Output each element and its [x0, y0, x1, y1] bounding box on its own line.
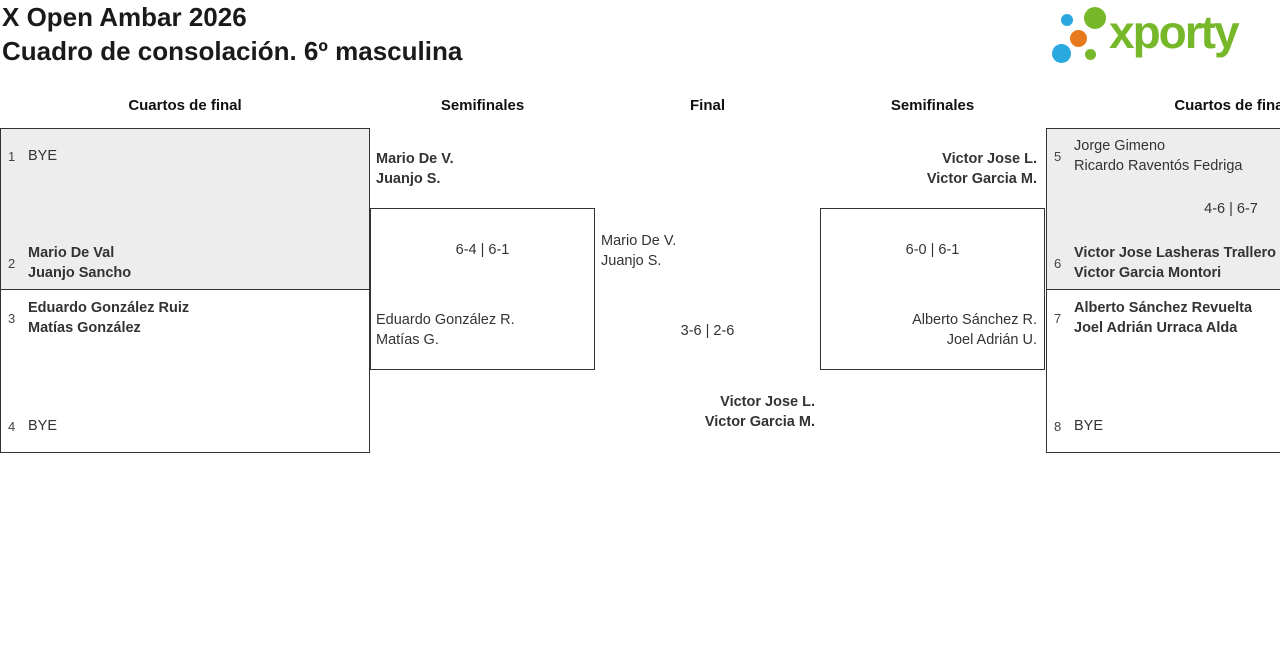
team-name-line: Juanjo S. [601, 252, 662, 269]
seed-number: 2 [8, 256, 16, 271]
seed-number: 3 [8, 311, 16, 326]
match-box-qf-left-2 [0, 289, 370, 453]
team-name-line: BYE [28, 418, 58, 434]
team-name-line: Victor Garcia M. [704, 413, 815, 430]
team-name-line: Victor Garcia Montori [1074, 264, 1222, 281]
participant-row: Victor Jose L. Victor Garcia M. [595, 393, 815, 432]
match-score: 4-6 | 6-7 [1204, 201, 1258, 217]
team-name-line: Eduardo González Ruiz [28, 300, 190, 316]
participant-row: Mario De V. Juanjo S. [376, 150, 454, 189]
participant-row: Eduardo González R. Matías G. [376, 311, 515, 350]
team-name-line: Matías González [28, 319, 141, 336]
participant-row: 3 Eduardo González Ruiz Matías González [8, 299, 189, 338]
logo-dot-icon [1084, 7, 1106, 29]
team-name-line: Jorge Gimeno [1074, 138, 1166, 154]
team-name-line: Mario De V. [376, 151, 454, 167]
seed-number: 7 [1054, 311, 1062, 326]
logo-dot-icon [1061, 14, 1073, 26]
seed-number: 5 [1054, 149, 1062, 164]
team-name-line: Alberto Sánchez R. [912, 312, 1037, 328]
participant-row: 4 BYE [8, 417, 57, 437]
team-name-line: Victor Garcia M. [926, 170, 1037, 187]
team-name-line: Victor Jose Lasheras Trallero [1074, 245, 1277, 261]
team-name-line: Eduardo González R. [376, 312, 515, 328]
participant-row: Victor Jose L. Victor Garcia M. [820, 150, 1037, 189]
draw-name: Cuadro de consolación. 6º masculina [2, 35, 463, 66]
participant-row: 1 BYE [8, 147, 57, 167]
match-box-sf-left [370, 208, 595, 370]
participant-row: 7 Alberto Sánchez Revuelta Joel Adrián U… [1054, 299, 1252, 338]
team-name-line: Alberto Sánchez Revuelta [1074, 300, 1253, 316]
participant-row: 2 Mario De Val Juanjo Sancho [8, 244, 131, 283]
match-score: 6-4 | 6-1 [455, 242, 510, 258]
team-name-line: Juanjo S. [376, 170, 441, 187]
logo-wordmark: xporty [1109, 6, 1240, 58]
match-box-sf-right [820, 208, 1045, 370]
seed-number: 4 [8, 419, 16, 434]
match-score: 6-0 | 6-1 [905, 242, 960, 258]
page-title: X Open Ambar 2026 Cuadro de consolación.… [2, 1, 462, 68]
logo-dot-icon [1070, 30, 1087, 47]
round-header-quarterfinals-right: Cuartos de final [1174, 97, 1280, 114]
team-name-line: BYE [28, 148, 58, 164]
round-header-semifinals-right: Semifinales [890, 97, 975, 114]
participant-row: 6 Victor Jose Lasheras Trallero Victor G… [1054, 244, 1276, 283]
seed-number: 1 [8, 149, 16, 164]
team-name-line: Matías G. [376, 331, 439, 348]
team-name-line: Victor Jose L. [942, 151, 1037, 167]
round-header-semifinals-left: Semifinales [440, 97, 525, 114]
match-box-qf-right-2 [1046, 289, 1280, 453]
team-name-line: Joel Adrián Urraca Alda [1074, 319, 1238, 336]
team-name-line: Joel Adrián U. [946, 331, 1037, 348]
team-name-line: Ricardo Raventós Fedriga [1074, 157, 1243, 174]
participant-row: Alberto Sánchez R. Joel Adrián U. [820, 311, 1037, 350]
match-score: 3-6 | 2-6 [680, 323, 735, 339]
participant-row: Mario De V. Juanjo S. [601, 232, 676, 271]
team-name-line: Victor Jose L. [720, 394, 815, 410]
team-name-line: Juanjo Sancho [28, 264, 132, 281]
team-name-line: BYE [1074, 418, 1104, 434]
tournament-name: X Open Ambar 2026 [2, 2, 247, 32]
round-header-final: Final [689, 97, 725, 114]
seed-number: 6 [1054, 256, 1062, 271]
team-name-line: Mario De V. [601, 233, 677, 249]
participant-row: 5 Jorge Gimeno Ricardo Raventós Fedriga [1054, 137, 1242, 176]
participant-row: 8 BYE [1054, 417, 1103, 437]
round-header-quarterfinals-left: Cuartos de final [128, 97, 242, 114]
seed-number: 8 [1054, 419, 1062, 434]
team-name-line: Mario De Val [28, 245, 115, 261]
logo-dot-icon [1085, 49, 1096, 60]
logo-dot-icon [1052, 44, 1071, 63]
match-box-qf-right-1 [1046, 128, 1280, 290]
